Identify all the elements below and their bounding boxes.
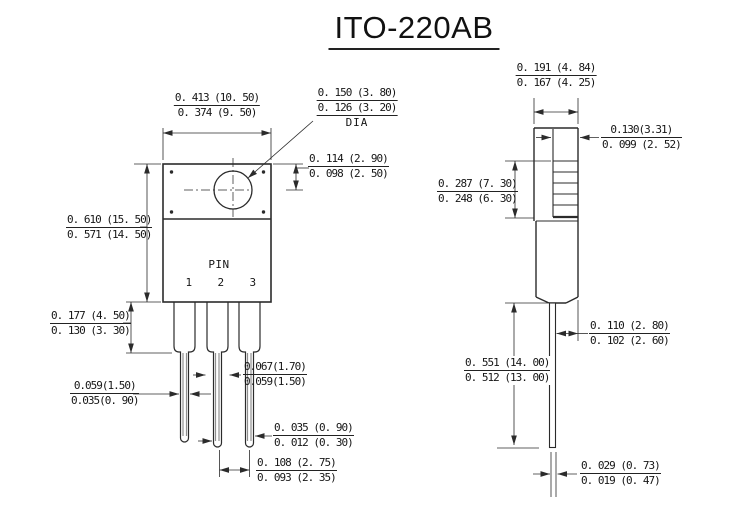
corner-dots: [169, 170, 266, 214]
dim-lead-thickness: 0. 029 (0. 73) 0. 019 (0. 47): [580, 459, 661, 487]
dim-front-height: 0. 610 (15. 50) 0. 571 (14. 50): [66, 213, 152, 241]
dim-lead-width-wide: 0.067(1.70) 0.059(1.50): [243, 360, 307, 388]
dim-hole-offset: 0. 114 (2. 90) 0. 098 (2. 50): [308, 152, 389, 180]
lead-shading: [182, 353, 252, 441]
dim-hole-diameter: 0. 150 (3. 80) 0. 126 (3. 20) DIA: [316, 86, 398, 129]
drawing-title: ITO-220AB: [328, 10, 500, 50]
tab-ridges: [553, 160, 578, 206]
dim-shoulder-height: 0. 177 (4. 50) 0. 130 (3. 30): [50, 309, 131, 337]
lead-2: [206, 302, 229, 448]
dim-lead-width-narrow: 0.059(1.50) 0.035(0. 90): [70, 379, 139, 407]
front-dim-lines: [123, 120, 314, 477]
dim-body-thickness: 0. 110 (2. 80) 0. 102 (2. 60): [589, 319, 670, 347]
pin-header-label: PIN: [208, 258, 230, 271]
dim-tab-thickness: 0.130(3.31) 0. 099 (2. 52): [601, 123, 682, 151]
dim-side-overall-width: 0. 191 (4. 84) 0. 167 (4. 25): [515, 61, 597, 89]
pin-1-label: 1: [185, 276, 193, 289]
lead-1: [173, 302, 196, 443]
dim-lead-pitch: 0. 108 (2. 75) 0. 093 (2. 35): [256, 456, 337, 484]
dim-tab-height: 0. 287 (7. 30) 0. 248 (6. 30): [437, 177, 518, 205]
pin-2-label: 2: [217, 276, 225, 289]
dim-lead-tip-width: 0. 035 (0. 90) 0. 012 (0. 30): [273, 421, 354, 449]
side-view: [497, 98, 599, 497]
dim-lead-length: 0. 551 (14. 00) 0. 512 (13. 00): [462, 356, 553, 385]
side-dim-lines: [497, 98, 599, 497]
front-leads: [173, 302, 261, 448]
front-view: [123, 120, 314, 477]
pin-3-label: 3: [249, 276, 257, 289]
lead-3: [238, 302, 261, 448]
side-body-outline: [533, 127, 579, 304]
front-body: [162, 163, 272, 303]
dim-front-width: 0. 413 (10. 50) 0. 374 (9. 50): [173, 91, 260, 119]
